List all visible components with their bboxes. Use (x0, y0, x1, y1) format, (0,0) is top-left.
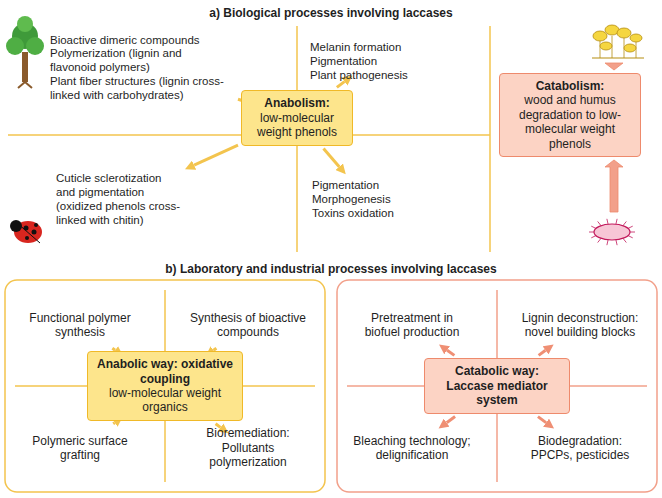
box-text: Bioremediation: Pollutants polymerizatio… (182, 426, 314, 469)
arrow-connector (337, 82, 345, 88)
arrow-connector (214, 348, 217, 350)
box-text: Functional polymer synthesis (20, 311, 140, 340)
panel-frame (337, 280, 657, 492)
box-heading: Laccase mediator system (432, 379, 562, 408)
arrow-connector (194, 145, 238, 165)
box-text: low-molecular weight phenols (249, 111, 345, 140)
box-text: Toxins oxidation (312, 207, 424, 221)
box-text: Morphogenesis (312, 193, 424, 207)
block-arrow (605, 63, 623, 70)
panel-heading: a) Biological processes involving laccas… (209, 6, 452, 20)
process-box: Catabolism:wood and humus degradation to… (499, 73, 641, 157)
box-text: low-molecular weight organics (95, 386, 235, 415)
box-text: Pretreatment in biofuel production (352, 311, 472, 340)
text-block: Biodegradation: PPCPs, pesticides (518, 434, 642, 463)
arrow-connector (538, 417, 546, 423)
box-text: Melanin formation (310, 41, 430, 55)
arrow-connector (323, 149, 339, 167)
box-text: wood and humus degradation to low-molecu… (507, 93, 633, 151)
box-text: Bioactive dimeric compounds (50, 34, 230, 48)
box-text: Pigmentation (310, 55, 430, 69)
grid-lines (15, 290, 315, 482)
arrow-connector (539, 350, 546, 355)
box-text: Polymeric surface grafting (20, 434, 140, 463)
arrow-connector (447, 417, 455, 423)
grid-lines (347, 290, 647, 482)
ladybug-icon (10, 220, 42, 243)
text-block: Functional polymer synthesis (20, 311, 140, 340)
grid-lines (8, 26, 490, 252)
panel-frame (5, 280, 325, 492)
panel-heading: b) Laboratory and industrial processes i… (165, 262, 496, 276)
text-block: Synthesis of bioactive compounds (188, 311, 308, 340)
box-heading: Anabolic way: oxidative coupling (95, 357, 235, 386)
box-text: Plant pathogenesis (310, 69, 430, 83)
box-heading: Anabolism: (249, 96, 345, 110)
tree-icon (6, 16, 44, 88)
text-block: Cuticle sclerotization and pigmentation … (56, 172, 180, 227)
text-block: Bioactive dimeric compoundsPolymerizatio… (50, 34, 230, 103)
text-block: Bleaching technology; delignification (350, 434, 474, 463)
text-block: Lignin deconstruction: novel building bl… (514, 311, 646, 340)
box-text: Biodegradation: PPCPs, pesticides (518, 434, 642, 463)
text-block: PigmentationMorphogenesisToxins oxidatio… (312, 179, 424, 220)
text-block: Polymeric surface grafting (20, 434, 140, 463)
box-text: Pigmentation (312, 179, 424, 193)
box-text: Cuticle sclerotization and pigmentation … (56, 172, 180, 227)
box-text: Polymerization (lignin and flavonoid pol… (50, 47, 230, 75)
arrow-connector (447, 350, 454, 355)
arrow-connector (112, 348, 115, 350)
box-text: Synthesis of bioactive compounds (188, 311, 308, 340)
box-text: Lignin deconstruction: novel building bl… (514, 311, 646, 340)
box-text: Plant fiber structures (lignin cross-lin… (50, 75, 230, 103)
process-box: Catabolic way:Laccase mediator system (424, 358, 570, 413)
text-block: Melanin formationPigmentationPlant patho… (310, 41, 430, 82)
fungus-icon (592, 25, 644, 58)
process-box: Anabolism:low-molecular weight phenols (241, 90, 353, 145)
arrow-connector (113, 423, 114, 424)
box-text: Bleaching technology; delignification (350, 434, 474, 463)
text-block: Pretreatment in biofuel production (352, 311, 472, 340)
text-block: Bioremediation: Pollutants polymerizatio… (182, 426, 314, 469)
box-heading: Catabolic way: (432, 364, 562, 378)
box-heading: Catabolism: (507, 79, 633, 93)
block-arrow (605, 160, 623, 212)
microbe-icon (589, 219, 635, 245)
process-box: Anabolic way: oxidative couplinglow-mole… (87, 351, 243, 421)
